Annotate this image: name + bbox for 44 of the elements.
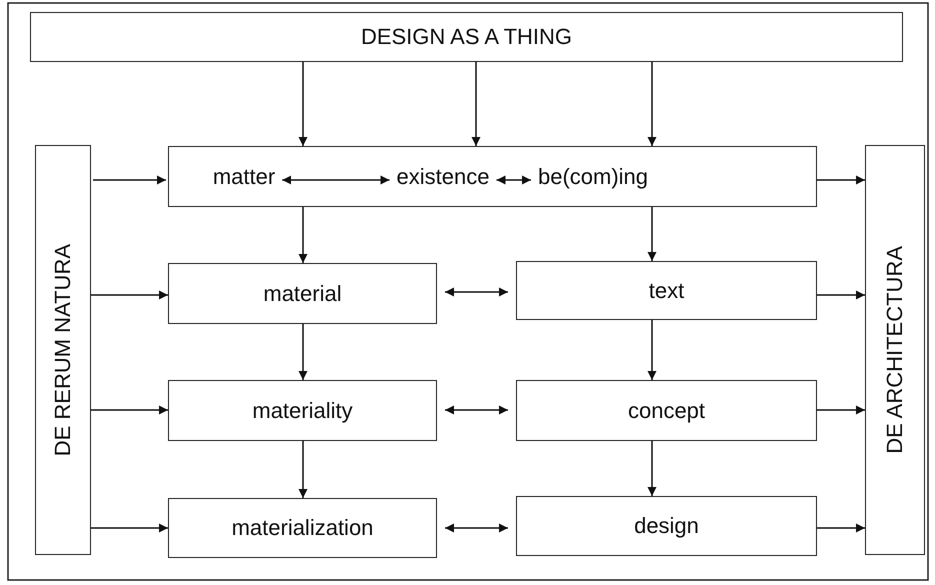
title-box [30, 12, 903, 62]
arrow [648, 207, 656, 261]
node-label: text [648, 278, 684, 304]
node-label: DESIGN AS A THING [360, 24, 572, 50]
arrow [648, 62, 656, 146]
node-label: matter [212, 164, 276, 190]
process-box [168, 380, 437, 441]
arrow [91, 406, 168, 414]
arrow [648, 320, 656, 380]
arrow [282, 176, 390, 184]
arrow [817, 176, 865, 184]
node-label: concept [628, 398, 706, 424]
node-label: material [263, 280, 342, 306]
process-box [168, 146, 817, 207]
arrow [298, 324, 308, 380]
process-box [168, 498, 437, 558]
arrow [496, 176, 531, 184]
arrow [91, 290, 168, 300]
process-box [168, 263, 437, 324]
process-box [516, 380, 817, 441]
process-box [516, 496, 817, 556]
arrow [445, 288, 508, 296]
arrow [817, 406, 865, 414]
arrow [298, 441, 308, 498]
node-label: existence [396, 164, 490, 190]
side-panel [865, 145, 925, 555]
node-label: materialization [232, 515, 374, 541]
node-label: DE RERUM NATURA [50, 244, 76, 456]
arrow [91, 524, 168, 532]
arrow [817, 290, 865, 300]
node-label: design [634, 513, 699, 539]
process-box [516, 261, 817, 320]
side-panel [35, 145, 91, 555]
arrow [648, 441, 656, 496]
node-label: be(com)ing [538, 164, 648, 190]
node-label: DE ARCHITECTURA [882, 246, 908, 454]
arrow [445, 406, 508, 414]
arrow [93, 176, 166, 184]
arrow [298, 207, 308, 263]
arrow [445, 524, 508, 532]
arrow [817, 524, 865, 532]
arrow [472, 62, 480, 146]
arrow [298, 62, 308, 146]
node-label: materiality [252, 398, 353, 424]
